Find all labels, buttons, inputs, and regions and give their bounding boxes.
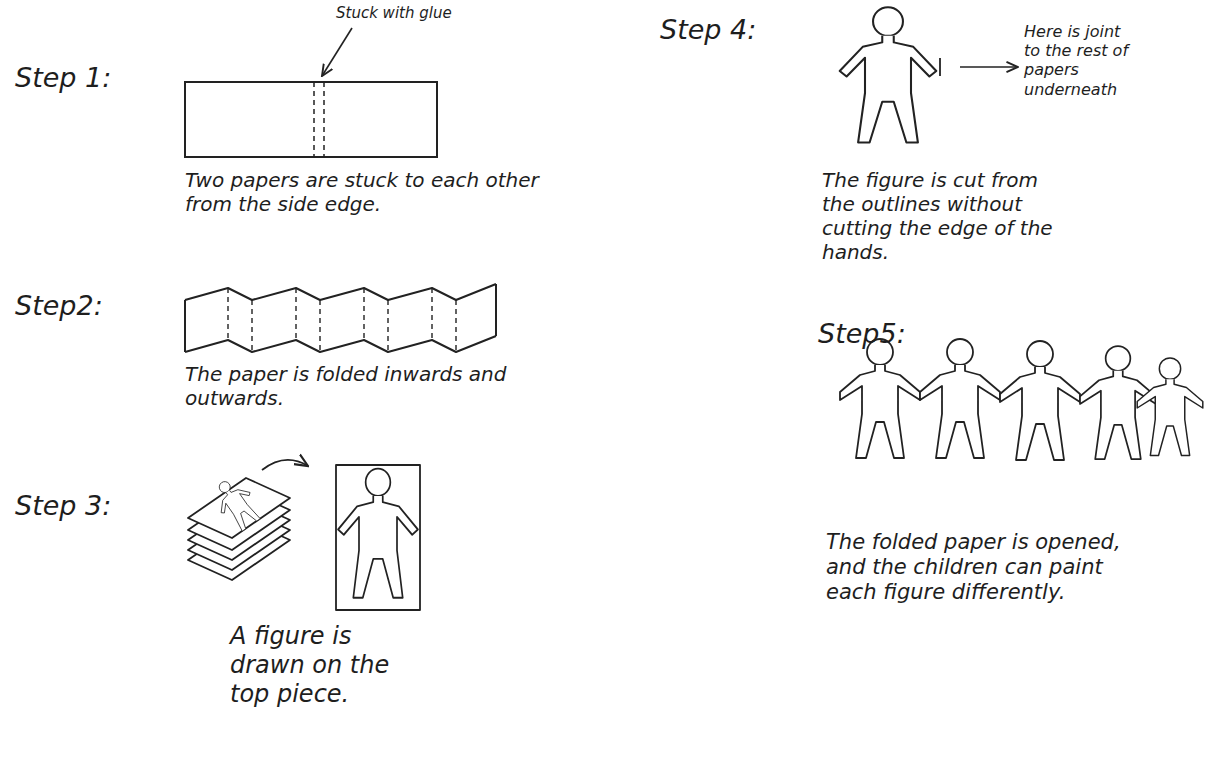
step-text: Two papers are stuck to each other from … bbox=[185, 168, 565, 216]
step-text: Step 4: bbox=[660, 14, 810, 46]
folded-paper bbox=[185, 284, 496, 352]
step-text: A figure is drawn on the top piece. bbox=[230, 622, 400, 708]
step-text: Step 3: bbox=[15, 490, 155, 522]
step-text: Here is joint to the rest of papers unde… bbox=[1024, 22, 1139, 99]
paper-stack bbox=[188, 460, 420, 610]
step-text: Stuck with glue bbox=[336, 4, 526, 22]
step-text: Step 1: bbox=[15, 62, 155, 94]
step-text: The figure is cut from the outlines with… bbox=[822, 168, 1072, 264]
step-text: The folded paper is opened, and the chil… bbox=[826, 530, 1126, 606]
step-text: The paper is folded inwards and outwards… bbox=[185, 362, 515, 410]
step-text: Step5: bbox=[818, 318, 968, 350]
paper-chain bbox=[840, 339, 1203, 460]
cut-figure bbox=[840, 7, 1018, 142]
step-text: Step2: bbox=[15, 290, 155, 322]
glued-papers bbox=[185, 28, 437, 157]
